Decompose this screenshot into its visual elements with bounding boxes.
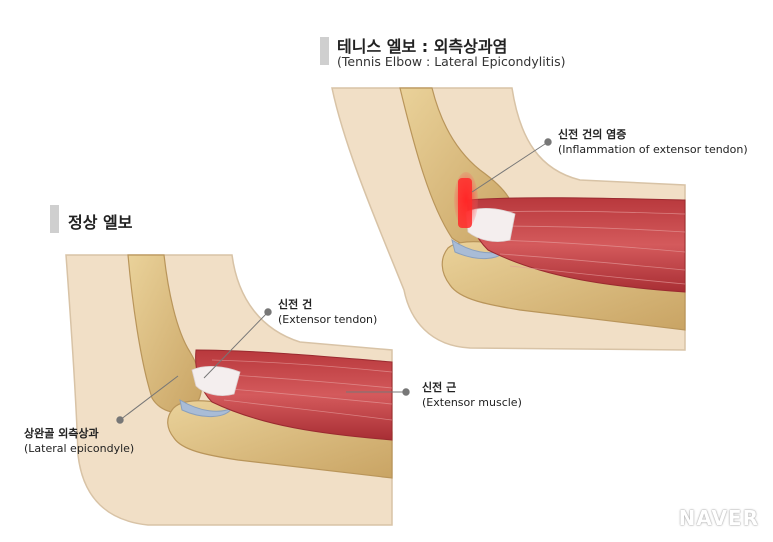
epicondyle-label-en: (Lateral epicondyle) (24, 442, 135, 455)
leader-lines (116, 138, 552, 424)
tennis-title: 테니스 엘보 : 외측상과염 (337, 37, 508, 56)
tendon-label-ko: 신전 건 (278, 298, 313, 311)
inflammation-label-en: (Inflammation of extensor tendon) (558, 143, 748, 156)
tennis-muscle-fibers (489, 210, 686, 285)
leader-epicondyle-dot (116, 416, 124, 424)
leader-muscle-dot (402, 388, 410, 396)
tennis-extensor-tendon (465, 208, 516, 242)
tendon-label-en: (Extensor tendon) (278, 313, 378, 326)
tennis-subtitle: (Tennis Elbow : Lateral Epicondylitis) (337, 54, 566, 69)
normal-extensor-tendon (191, 366, 241, 396)
leader-inflammation (471, 141, 549, 193)
leader-inflammation-dot (544, 138, 552, 146)
normal-forearm-bone (167, 400, 393, 479)
inflammation-label-ko: 신전 건의 염증 (558, 128, 627, 141)
leader-tendon-dot (264, 308, 272, 316)
leader-tendon (203, 311, 269, 379)
tendon-label: 신전 건 (Extensor tendon) (278, 297, 377, 327)
naver-watermark: NAVER (678, 506, 759, 530)
tennis-elbow-figure (331, 87, 686, 351)
tennis-inflammation-core (458, 178, 472, 228)
muscle-label-en: (Extensor muscle) (422, 396, 522, 409)
normal-title-bar (50, 205, 59, 233)
muscle-label-ko: 신전 근 (422, 381, 457, 394)
muscle-label: 신전 근 (Extensor muscle) (422, 380, 522, 410)
tennis-extensor-muscle (467, 197, 686, 293)
normal-title: 정상 엘보 (68, 213, 133, 232)
leader-epicondyle (119, 375, 179, 421)
epicondyle-label: 상완골 외측상과 (Lateral epicondyle) (24, 426, 134, 456)
inflammation-label: 신전 건의 염증 (Inflammation of extensor tendo… (558, 127, 748, 157)
epicondyle-label-ko: 상완골 외측상과 (24, 427, 99, 440)
normal-elbow-figure (65, 254, 393, 526)
tennis-title-bar (320, 37, 329, 65)
